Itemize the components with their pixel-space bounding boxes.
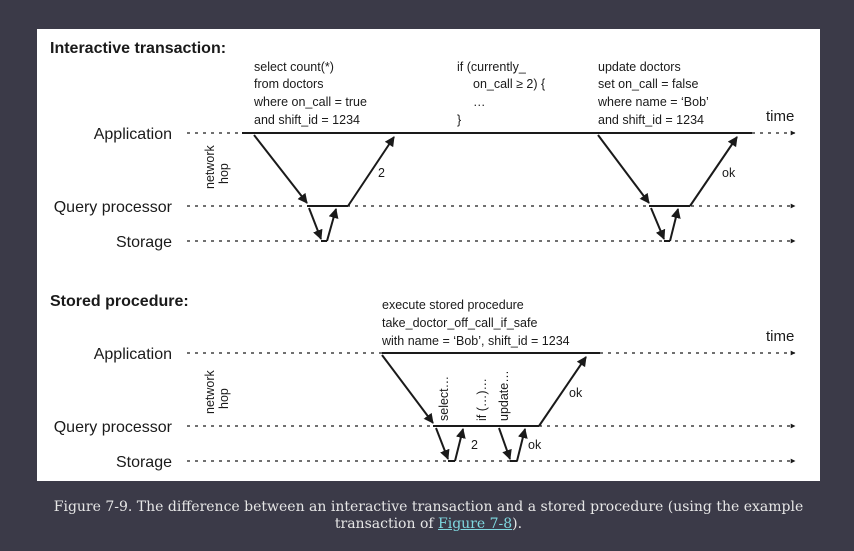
interactive-query2-request-arrow [597,134,650,204]
stored-update-storage-response [516,428,528,462]
interactive-query2-text: update doctors set on_call = false where… [597,60,709,127]
svg-text:where name = ‘Bob’: where name = ‘Bob’ [597,95,709,109]
stored-storage-label: Storage [116,454,172,471]
interactive-query2-storage-request [650,207,666,240]
interactive-network-hop-label: network hop [203,142,231,189]
interactive-application-label: Application [94,126,172,143]
svg-text:…: … [473,95,486,109]
stored-update-result: ok [528,438,542,452]
svg-text:}: } [457,113,461,127]
svg-text:and shift_id = 1234: and shift_id = 1234 [598,113,704,127]
interactive-storage-label: Storage [116,234,172,251]
svg-text:take_doctor_off_call_if_safe: take_doctor_off_call_if_safe [382,316,537,330]
diagram-panel: Interactive transaction: Application Que… [37,29,820,481]
stored-application-label: Application [94,346,172,363]
interactive-query1-storage-request [308,207,323,240]
svg-text:execute stored procedure: execute stored procedure [382,298,524,312]
caption-text: Figure 7-9. The difference between an in… [53,499,804,532]
svg-text:and shift_id = 1234: and shift_id = 1234 [254,113,360,127]
interactive-time-label: time [766,108,794,125]
figure-caption: Figure 7-9. The difference between an in… [37,499,820,533]
stored-update-storage-request [498,427,512,460]
svg-text:select count(*): select count(*) [254,60,334,74]
svg-text:from doctors: from doctors [254,77,323,91]
stored-network-hop-label: network hop [203,367,231,414]
svg-text:with name = ‘Bob’, shift_id =: with name = ‘Bob’, shift_id = 1234 [381,334,570,348]
stored-step-update: update… [497,370,511,421]
caption-figure-link[interactable]: Figure 7-8 [438,516,513,532]
stored-response-arrow [538,356,587,427]
interactive-result-ok: ok [722,166,736,180]
interactive-query2-response-arrow [689,136,738,207]
stored-query-processor-label: Query processor [54,419,173,436]
svg-text:if (currently_: if (currently_ [457,60,527,74]
stored-select-storage-response [454,428,466,462]
interactive-result-count: 2 [378,166,385,180]
svg-text:update doctors: update doctors [598,60,681,74]
svg-text:on_call ≥ 2) {: on_call ≥ 2) { [473,77,545,91]
stored-step-select: select… [437,376,451,421]
stored-step-if: if (…)… [475,378,489,421]
stored-final-result: ok [569,386,583,400]
interactive-query1-text: select count(*) from doctors where on_ca… [253,60,367,127]
stored-call-text: execute stored procedure take_doctor_off… [381,298,570,348]
transaction-diagram: Interactive transaction: Application Que… [50,40,796,471]
interactive-title: Interactive transaction: [50,40,226,57]
stored-select-result: 2 [471,438,478,452]
interactive-query1-request-arrow [253,134,308,204]
stored-request-arrow [381,354,434,424]
svg-text:where on_call = true: where on_call = true [253,95,367,109]
interactive-query1-storage-response [326,208,339,242]
interactive-condition-text: if (currently_ on_call ≥ 2) { … } [457,60,545,127]
interactive-query-processor-label: Query processor [54,199,173,216]
interactive-query2-storage-response [669,208,681,242]
stored-title: Stored procedure: [50,293,189,310]
interactive-query1-response-arrow [347,136,395,207]
caption-end: ). [512,516,523,532]
svg-text:set on_call = false: set on_call = false [598,77,698,91]
stored-time-label: time [766,328,794,345]
stored-select-storage-request [435,427,450,460]
